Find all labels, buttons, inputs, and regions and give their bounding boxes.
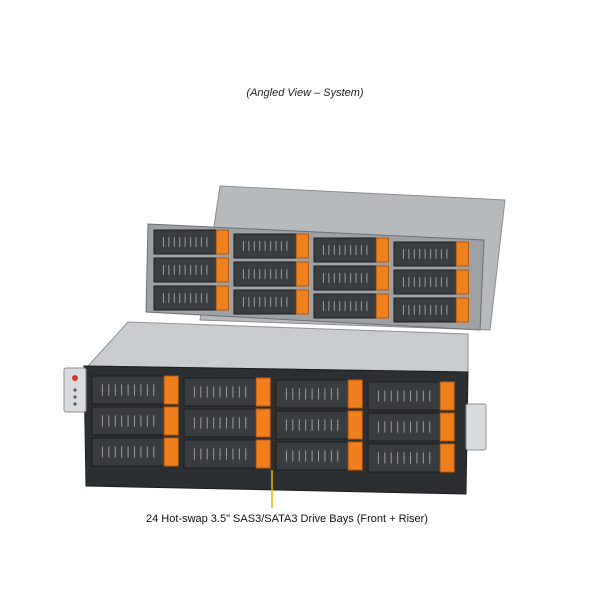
drive-tray[interactable] xyxy=(275,379,363,409)
drive-tray[interactable] xyxy=(367,412,455,442)
drive-latch[interactable] xyxy=(375,293,389,319)
drive-latch[interactable] xyxy=(255,408,271,438)
drive-tray[interactable] xyxy=(367,381,455,411)
drive-tray[interactable] xyxy=(183,408,271,438)
drive-tray[interactable] xyxy=(153,285,229,311)
drive-tray-face xyxy=(313,293,377,319)
drive-tray[interactable] xyxy=(275,410,363,440)
drive-tray[interactable] xyxy=(233,233,309,259)
drive-latch[interactable] xyxy=(347,410,363,440)
drive-tray[interactable] xyxy=(183,439,271,469)
drive-tray[interactable] xyxy=(313,237,389,263)
drive-latch[interactable] xyxy=(255,377,271,407)
drive-latch[interactable] xyxy=(455,297,469,323)
drive-tray[interactable] xyxy=(313,265,389,291)
drive-tray[interactable] xyxy=(153,257,229,283)
drive-tray[interactable] xyxy=(393,297,469,323)
drive-latch[interactable] xyxy=(439,381,455,411)
drive-latch[interactable] xyxy=(375,237,389,263)
drive-tray[interactable] xyxy=(393,241,469,267)
view-caption: (Angled View – System) xyxy=(246,87,364,99)
power-button-icon xyxy=(72,375,78,381)
right-rack-ear xyxy=(465,403,487,451)
drive-latch[interactable] xyxy=(455,269,469,295)
drive-latch[interactable] xyxy=(295,261,309,287)
drive-tray[interactable] xyxy=(275,441,363,471)
drive-tray[interactable] xyxy=(367,443,455,473)
drive-latch[interactable] xyxy=(375,265,389,291)
drive-latch[interactable] xyxy=(347,379,363,409)
drive-latch[interactable] xyxy=(163,406,179,436)
drive-latch[interactable] xyxy=(295,289,309,315)
drive-tray[interactable] xyxy=(393,269,469,295)
drive-latch[interactable] xyxy=(439,443,455,473)
drive-tray[interactable] xyxy=(183,377,271,407)
riser-drive-bays xyxy=(153,229,469,323)
drive-bays-callout: 24 Hot-swap 3.5" SAS3/SATA3 Drive Bays (… xyxy=(146,513,428,525)
drive-tray[interactable] xyxy=(233,289,309,315)
drive-latch[interactable] xyxy=(215,229,229,255)
drive-tray[interactable] xyxy=(91,437,179,467)
drive-latch[interactable] xyxy=(439,412,455,442)
drive-latch[interactable] xyxy=(255,439,271,469)
drive-tray[interactable] xyxy=(91,375,179,405)
drive-latch[interactable] xyxy=(215,285,229,311)
chassis-top xyxy=(86,321,469,373)
drive-tray[interactable] xyxy=(153,229,229,255)
drive-tray[interactable] xyxy=(313,293,389,319)
drive-latch[interactable] xyxy=(295,233,309,259)
drive-tray[interactable] xyxy=(91,406,179,436)
led-icon xyxy=(73,395,77,399)
front-drive-bays xyxy=(91,375,455,473)
drive-latch[interactable] xyxy=(163,375,179,405)
drive-latch[interactable] xyxy=(347,441,363,471)
led-icon xyxy=(73,402,77,406)
drive-latch[interactable] xyxy=(215,257,229,283)
drive-latch[interactable] xyxy=(455,241,469,267)
drive-tray[interactable] xyxy=(233,261,309,287)
drive-latch[interactable] xyxy=(163,437,179,467)
led-icon xyxy=(73,388,77,392)
